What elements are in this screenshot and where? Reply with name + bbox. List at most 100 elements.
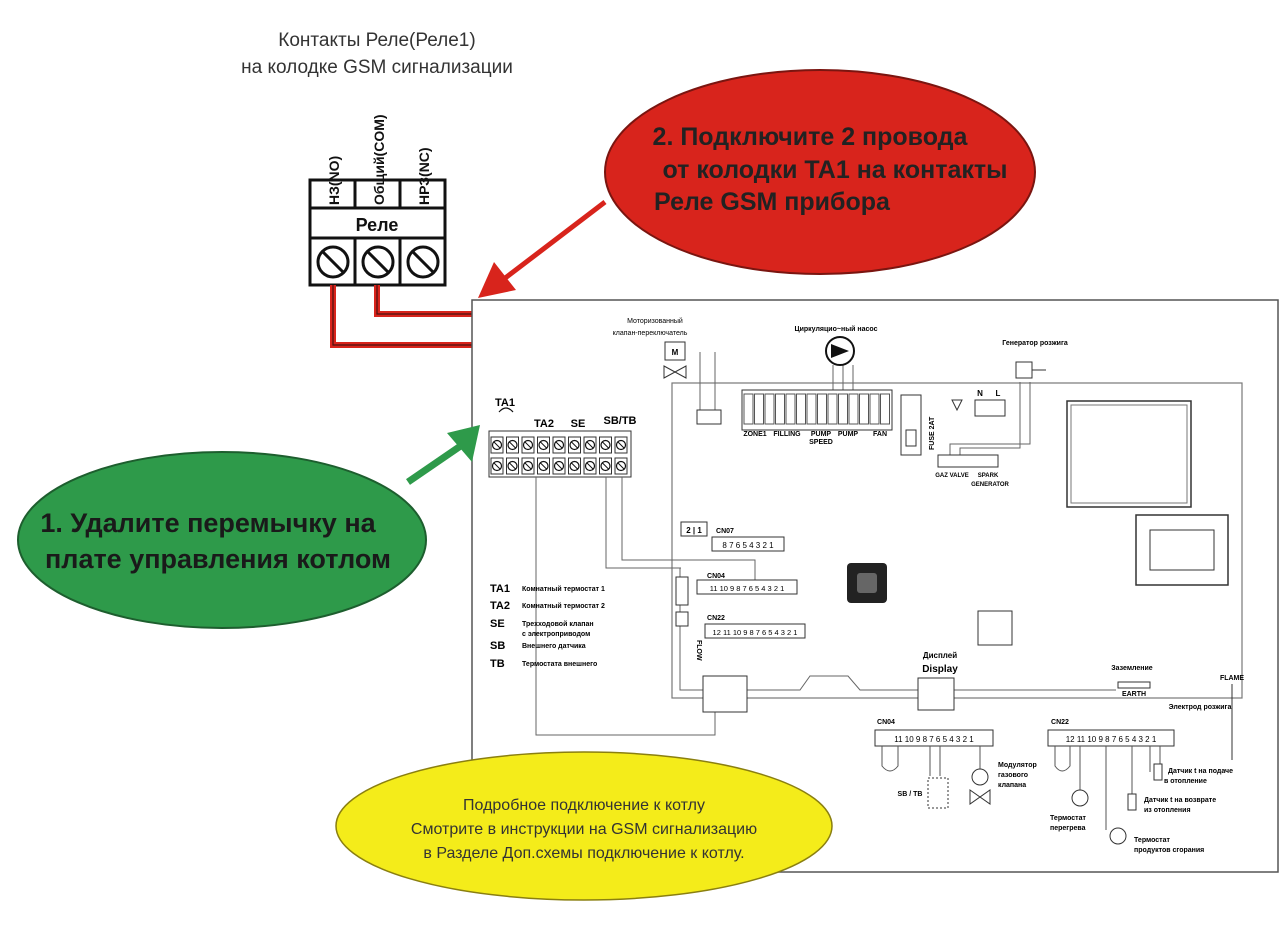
legend-text: Термостата внешнего xyxy=(522,661,597,668)
screw-icon xyxy=(521,436,535,454)
svg-text:2 | 1: 2 | 1 xyxy=(686,526,702,535)
terminal-ta1-label: TA1 xyxy=(495,397,515,409)
cn07-label: CN07 xyxy=(716,528,734,535)
legend-code: TB xyxy=(490,658,505,670)
connector-cell xyxy=(796,393,806,425)
modulator-label1: Модулятор xyxy=(998,762,1037,769)
sbtb-bottom-label: SB / TB xyxy=(898,791,923,798)
screw-icon xyxy=(568,436,581,454)
cn04-bottom-label: CN04 xyxy=(877,719,895,726)
screw-icon xyxy=(316,245,350,279)
display-connector xyxy=(917,677,955,711)
relay-pin-com: Общий(COM) xyxy=(371,114,387,205)
screw-icon xyxy=(599,436,612,454)
screw-icon xyxy=(506,436,519,454)
valve-label2: клапан-переключатель xyxy=(613,330,688,337)
sensor-return-label1: Датчик t на возврате xyxy=(1144,797,1216,804)
return-sensor-icon xyxy=(1127,793,1137,811)
connector-cell xyxy=(859,393,869,425)
screw-icon xyxy=(583,457,597,475)
motor-icon: M xyxy=(663,341,687,379)
svg-text:12 11 10 9 8 7 6 5 4 3 2 1: 12 11 10 9 8 7 6 5 4 3 2 1 xyxy=(1066,735,1157,744)
n-label: N xyxy=(977,389,983,398)
overheat-label1: Термостат xyxy=(1050,815,1086,822)
spark-generator-icon xyxy=(1015,361,1046,379)
screw-icon xyxy=(361,245,395,279)
legend-code: TA2 xyxy=(490,600,510,612)
supply-sensor-icon xyxy=(1153,763,1163,781)
legend-text: Трехходовой клапан xyxy=(522,620,594,628)
callout-green-line1: 1. Удалите перемычку на xyxy=(40,508,376,538)
flame-label: FLAME xyxy=(1220,675,1244,682)
terminal-sbtb-label: SB/TB xyxy=(604,415,637,427)
board-component xyxy=(977,610,1013,646)
screw-icon xyxy=(552,436,566,454)
flow-label: FLOW xyxy=(695,640,702,661)
header-line2: на колодке GSM сигнализации xyxy=(241,57,513,78)
bottom-connector-1 xyxy=(702,675,748,713)
green-arrow xyxy=(406,425,480,485)
display-ru-label: Дисплей xyxy=(923,651,957,660)
cn04-bottom-wires xyxy=(881,746,981,776)
pump-speed-label1: PUMP xyxy=(811,431,832,438)
legend-code: TA1 xyxy=(490,583,510,595)
earth-terminal xyxy=(1117,681,1151,689)
modulator-icon xyxy=(971,768,989,786)
legend-text: с электроприводом xyxy=(522,631,590,638)
callout-yellow-line1: Подробное подключение к котлу xyxy=(463,797,705,814)
earth-label: EARTH xyxy=(1122,691,1146,698)
l-label: L xyxy=(996,389,1001,398)
sensor-return-label2: из отопления xyxy=(1144,807,1191,814)
power-connectors xyxy=(741,389,893,431)
gas-valve-icon xyxy=(969,789,991,805)
svg-text:11 10 9 8 7 6 5 4 3 2 1: 11 10 9 8 7 6 5 4 3 2 1 xyxy=(894,735,974,744)
callout-yellow: Подробное подключение к котлу Смотрите в… xyxy=(335,751,833,901)
sensor-supply-label1: Датчик t на подаче xyxy=(1168,768,1233,775)
zone1-label: ZONE1 xyxy=(743,431,766,438)
spark-label1: SPARK xyxy=(978,473,999,479)
legend-code: SB xyxy=(490,640,505,652)
svg-text:12 11 10 9 8 7 6 5 4 3 2 1: 12 11 10 9 8 7 6 5 4 3 2 1 xyxy=(713,628,798,637)
board-wires xyxy=(535,352,1116,736)
red-arrow xyxy=(478,200,607,298)
flue-label2: продуктов сгорания xyxy=(1134,847,1204,854)
sbtb-sensor xyxy=(927,777,949,809)
relay-pin-no: НЗ(NO) xyxy=(326,156,342,205)
svg-text:11 10 9 8 7 6 5 4 3 2 1: 11 10 9 8 7 6 5 4 3 2 1 xyxy=(710,584,785,593)
cn22-connector xyxy=(704,623,806,639)
connector-cell xyxy=(806,393,817,425)
electrode-label: Электрод розжига xyxy=(1169,704,1232,711)
valve-connector xyxy=(696,409,722,425)
cn04-bottom-connector xyxy=(874,729,994,747)
overheat-label2: перегрева xyxy=(1050,825,1086,832)
flow-connector xyxy=(675,576,689,606)
legend-text: Внешнего датчика xyxy=(522,643,586,650)
display-label: Display xyxy=(922,664,958,675)
screw-icon xyxy=(568,457,581,475)
screw-icon xyxy=(490,457,504,475)
screw-icon xyxy=(490,436,504,454)
relay-block: Реле НЗ(NO) Общий(COM) НРЗ(NC) xyxy=(308,114,447,287)
small-connector xyxy=(680,521,708,537)
overheat-thermostat-icon xyxy=(1071,789,1089,807)
screw-icon xyxy=(552,457,566,475)
cn04-label: CN04 xyxy=(707,573,725,580)
callout-green-line2: плате управления котлом xyxy=(45,544,391,574)
pump-label: Циркуляцио~ный насос xyxy=(794,325,877,333)
relay-pin-nc: НРЗ(NC) xyxy=(416,147,432,205)
cn04-connector xyxy=(696,579,798,595)
fan-label: FAN xyxy=(873,431,887,438)
gaz-valve-label: GAZ VALVE xyxy=(935,473,968,479)
screw-icon xyxy=(614,436,628,454)
callout-red-line1: 2. Подключите 2 провода xyxy=(653,123,969,151)
cn22-label: CN22 xyxy=(707,615,725,622)
gas-valve-connector xyxy=(937,454,999,468)
terminal-se-label: SE xyxy=(571,418,586,430)
modulator-label3: клапана xyxy=(998,782,1026,789)
sensor-supply-label2: в отопление xyxy=(1164,778,1207,785)
power-input xyxy=(974,399,1006,417)
screw-icon xyxy=(537,457,550,475)
valve-label1: Моторизованный xyxy=(627,317,683,325)
screw-icon xyxy=(521,457,535,475)
